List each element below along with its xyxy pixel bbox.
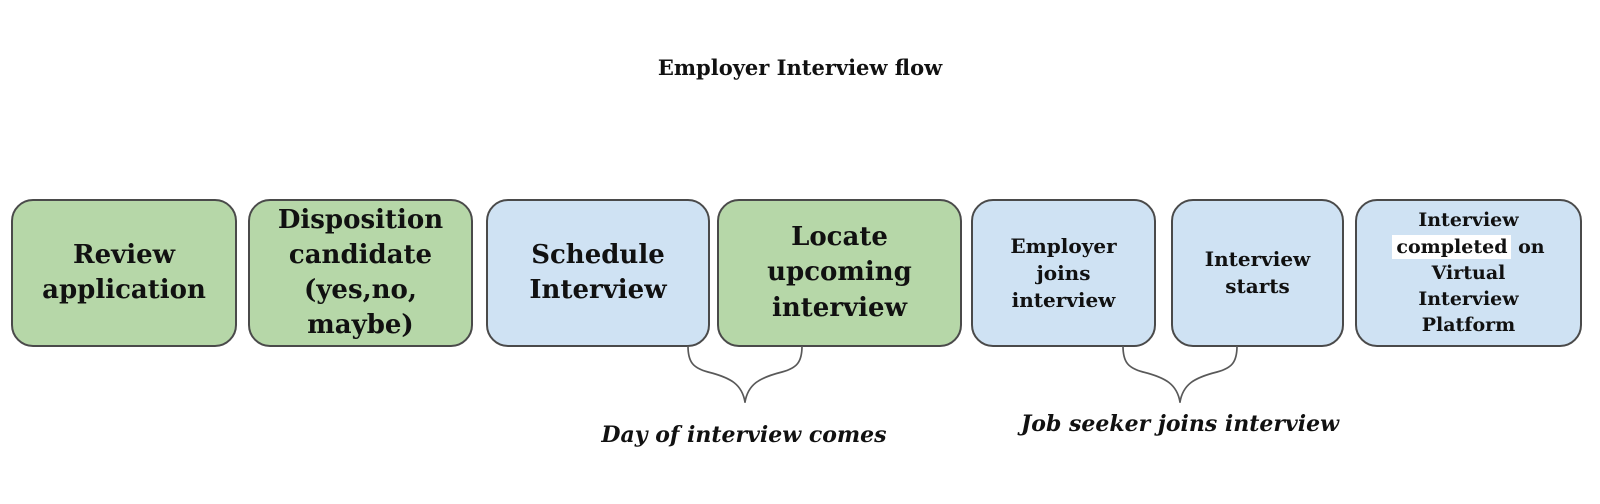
step-label-part: Interview (1418, 209, 1519, 232)
annotation-day-of-interview: Day of interview comes (601, 422, 887, 448)
highlighted-word: completed (1392, 234, 1512, 259)
step-label: Disposition candidate (yes,no, maybe) (277, 204, 444, 341)
step-label: Schedule Interview (529, 239, 667, 305)
step-employer-joins-interview: Employer joins interview (971, 199, 1156, 347)
curly-brace-day-of-interview (687, 346, 803, 403)
step-label: Employer joins interview (1010, 233, 1117, 312)
step-label: Locate upcoming interview (767, 222, 912, 323)
step-interview-starts: Interview starts (1171, 199, 1344, 347)
step-label: Interview starts (1204, 247, 1311, 298)
step-label-part: on Virtual Interview Platform (1418, 235, 1545, 337)
step-locate-upcoming-interview: Locate upcoming interview (717, 199, 962, 347)
step-label: Interview completed on Virtual Interview… (1386, 207, 1550, 338)
step-review-application: Review application (11, 199, 237, 347)
diagram-title: Employer Interview flow (657, 55, 943, 80)
step-disposition-candidate: Disposition candidate (yes,no, maybe) (248, 199, 473, 347)
step-interview-completed: Interview completed on Virtual Interview… (1355, 199, 1582, 347)
annotation-job-seeker-joins: Job seeker joins interview (1020, 411, 1340, 437)
step-schedule-interview: Schedule Interview (486, 199, 710, 347)
curly-brace-job-seeker-joins (1122, 346, 1238, 403)
step-label: Review application (42, 239, 206, 305)
